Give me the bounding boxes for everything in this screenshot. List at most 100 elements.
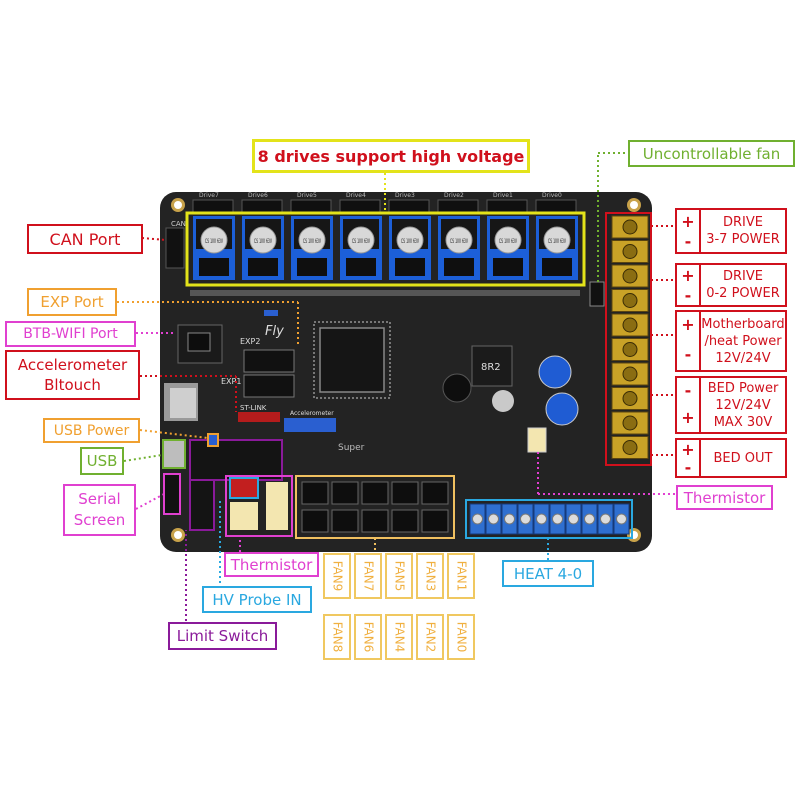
terminal-screw bbox=[552, 513, 563, 525]
capacitor-marking: CS 100 63V bbox=[205, 238, 223, 245]
thermistor-header-right bbox=[527, 427, 547, 453]
capacitor-marking: CS 100 63V bbox=[548, 238, 566, 245]
capacitor-marking: CS 100 63V bbox=[450, 238, 468, 245]
exp2-header bbox=[243, 349, 295, 373]
fan-label: FAN0 bbox=[447, 614, 475, 660]
capacitor-small bbox=[492, 390, 514, 412]
stepper-drivers: CS 100 63V CS 100 63V CS 100 63V CS 100 63V… bbox=[193, 216, 578, 280]
plus-sign: + bbox=[681, 212, 695, 231]
capacitor-marking: CS 100 63V bbox=[352, 238, 370, 245]
label-exp-port: EXP Port bbox=[27, 288, 117, 316]
driver-silk-label: Drive3 bbox=[395, 192, 415, 199]
board-model: Super bbox=[338, 443, 365, 453]
small-blue-jumper bbox=[264, 310, 278, 316]
driver-capacitor bbox=[298, 226, 326, 254]
usb-connector bbox=[162, 439, 186, 469]
thermistor-headers-left bbox=[225, 475, 293, 537]
motor-connector bbox=[486, 199, 528, 213]
inductor bbox=[471, 345, 513, 387]
driver-silk-label: Drive4 bbox=[346, 192, 366, 199]
motor-connector bbox=[339, 199, 381, 213]
hv-probe-header bbox=[229, 477, 259, 499]
terminal-screw bbox=[584, 513, 595, 525]
fan-label: FAN4 bbox=[385, 614, 413, 660]
driver-capacitor bbox=[200, 226, 228, 254]
exp2-silk: EXP2 bbox=[240, 337, 260, 346]
minus-sign: - bbox=[684, 345, 692, 364]
terminal-screw bbox=[520, 513, 531, 525]
fan-label: FAN3 bbox=[416, 553, 444, 599]
mount-hole bbox=[174, 201, 182, 209]
terminal-screw bbox=[622, 391, 638, 406]
limit-switch-headers-lower bbox=[189, 479, 215, 531]
fan-label: FAN6 bbox=[354, 614, 382, 660]
label-thermistor-right: Thermistor bbox=[676, 485, 773, 510]
capacitor-big bbox=[538, 355, 572, 389]
terminal-screw bbox=[622, 268, 638, 284]
driver-silk-label: Drive1 bbox=[493, 192, 513, 199]
driver-capacitor bbox=[396, 226, 424, 254]
driver-chip bbox=[346, 258, 376, 276]
motor-connector bbox=[388, 199, 430, 213]
label-serial-screen: Serial Screen bbox=[63, 484, 136, 536]
leader-serial bbox=[135, 493, 165, 510]
motor-connector bbox=[535, 199, 577, 213]
mount-hole bbox=[174, 531, 182, 539]
power-terminal-highlight bbox=[605, 212, 652, 466]
terminal-screw bbox=[616, 513, 627, 525]
usb-power-jumper bbox=[207, 433, 219, 447]
mcu-pins bbox=[313, 321, 391, 399]
sd-card bbox=[170, 388, 196, 418]
driver-silk-label: Drive0 bbox=[542, 192, 562, 199]
uncontrollable-fan-header bbox=[589, 281, 605, 307]
stlink-header bbox=[238, 412, 280, 422]
label-power-motherboard: + - Motherboard /heat Power 12V/24V bbox=[675, 310, 787, 372]
driver-chip bbox=[395, 258, 425, 276]
board-brand: Fly bbox=[265, 324, 284, 339]
driver-capacitor bbox=[494, 226, 522, 254]
driver-capacitor bbox=[445, 226, 473, 254]
label-power-bed: - + BED Power 12V/24V MAX 30V bbox=[675, 376, 787, 434]
stlink-silk: ST-LINK bbox=[240, 404, 267, 412]
fan-header bbox=[391, 509, 419, 533]
minus-sign: - bbox=[684, 381, 692, 400]
terminal-screw bbox=[600, 513, 611, 525]
mount-hole bbox=[630, 201, 638, 209]
driver-chip bbox=[297, 258, 327, 276]
capacitor-marking: CS 100 63V bbox=[401, 238, 419, 245]
terminal-screw bbox=[622, 244, 638, 259]
plus-sign: + bbox=[681, 266, 695, 285]
driver-chip bbox=[444, 258, 474, 276]
power-terminal-block bbox=[611, 215, 649, 459]
driver-silk-label: Drive5 bbox=[297, 192, 317, 199]
can-connector bbox=[165, 227, 185, 269]
label-usb: USB bbox=[80, 447, 124, 475]
terminal-screw bbox=[622, 293, 638, 308]
fan-header bbox=[331, 509, 359, 533]
label-thermistor-left: Thermistor bbox=[224, 552, 319, 577]
label-bed-out: + - BED OUT bbox=[675, 438, 787, 478]
fan-header bbox=[421, 509, 449, 533]
driver-capacitor bbox=[543, 226, 571, 254]
label-usb-power: USB Power bbox=[43, 418, 140, 443]
minus-sign: - bbox=[684, 286, 692, 305]
fan-label: FAN5 bbox=[385, 553, 413, 599]
accel-header bbox=[284, 418, 336, 432]
fan-header bbox=[361, 509, 389, 533]
wifi-chip bbox=[187, 332, 211, 352]
title-drives: 8 drives support high voltage bbox=[252, 139, 530, 173]
fan-header bbox=[391, 481, 419, 505]
limit-switch-headers bbox=[189, 439, 283, 481]
terminal-screw bbox=[622, 317, 638, 333]
fan-headers bbox=[301, 481, 449, 533]
fan-header bbox=[421, 481, 449, 505]
drivers-highlight bbox=[185, 211, 586, 287]
label-power-drive-3-7: + - DRIVE 3-7 POWER bbox=[675, 208, 787, 254]
minus-sign: - bbox=[684, 232, 692, 251]
terminal-screw bbox=[622, 366, 638, 382]
motor-connector bbox=[290, 199, 332, 213]
driver-silk-label: Drive7 bbox=[199, 192, 219, 199]
label-can-port: CAN Port bbox=[27, 224, 143, 254]
motor-connector bbox=[241, 199, 283, 213]
label-accelerometer: Accelerometer Bltouch bbox=[5, 350, 140, 400]
